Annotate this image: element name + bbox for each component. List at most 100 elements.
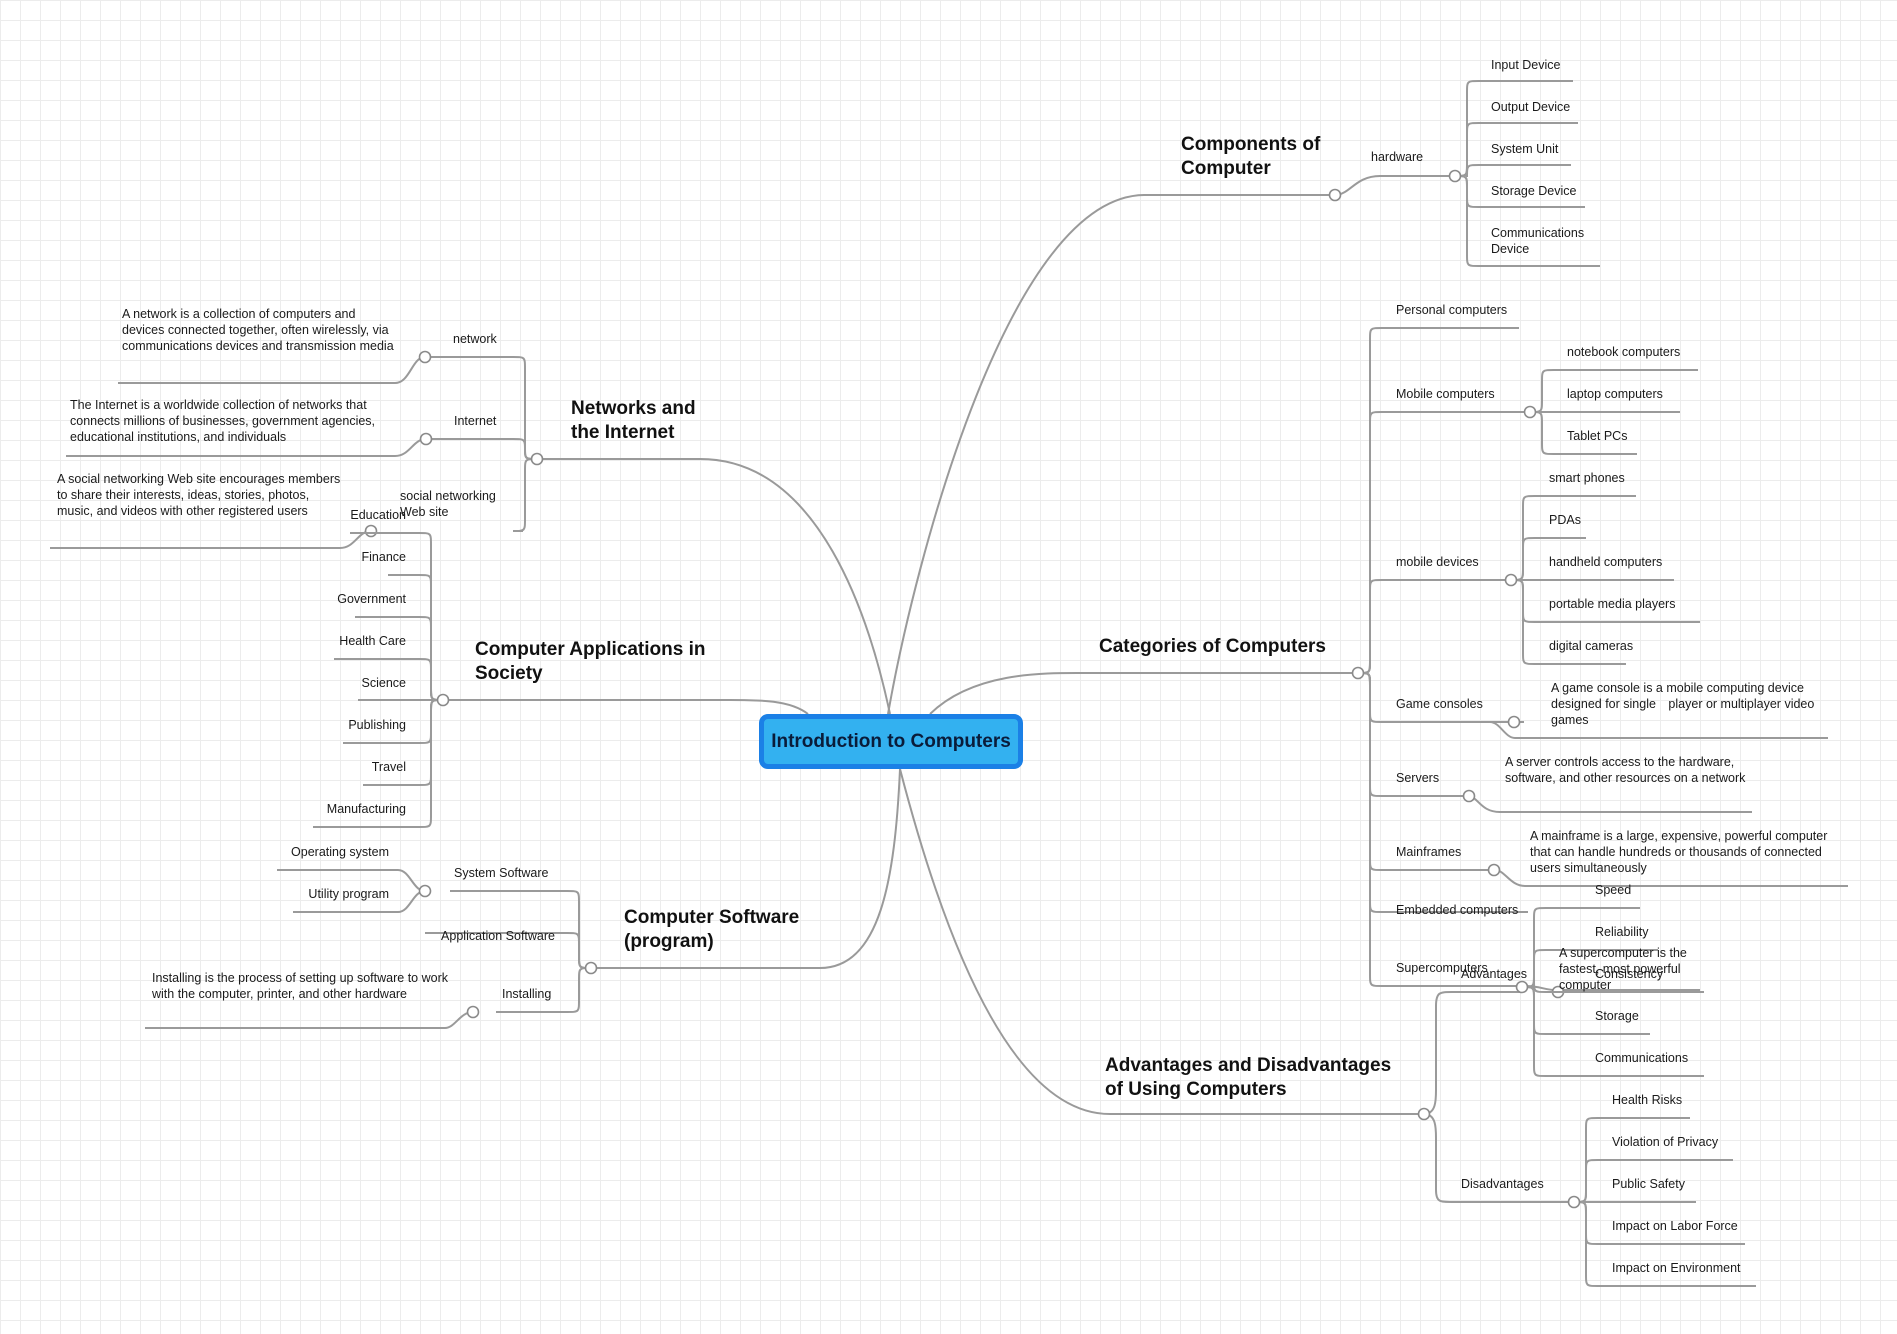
leaf-operating-system[interactable]: Operating system [291, 845, 389, 859]
branch-networks [537, 458, 891, 715]
subtopic-network[interactable]: network [453, 332, 497, 346]
collapse-toggle[interactable] [1515, 980, 1529, 994]
topic-computer-applications[interactable]: Computer Applications in Society [475, 639, 706, 684]
branch-software [591, 768, 901, 969]
leaf-education[interactable]: Education [350, 508, 406, 522]
connector-line [145, 1011, 474, 1029]
connector-line [118, 356, 426, 384]
leaf-impact-on-labor-force[interactable]: Impact on Labor Force [1612, 1219, 1738, 1233]
topic-categories-of-computers[interactable]: Categories of Computers [1099, 636, 1326, 657]
leaf-health-risks[interactable]: Health Risks [1612, 1093, 1683, 1107]
connector-line [1357, 672, 1525, 987]
collapse-toggle[interactable] [1487, 863, 1501, 877]
subtopic-supercomputers[interactable]: Supercomputers [1396, 961, 1488, 975]
leaf-public-safety[interactable]: Public Safety [1612, 1177, 1685, 1191]
note-game-consoles[interactable]: A game console is a mobile computing dev… [1551, 681, 1815, 727]
subtopic-installing[interactable]: Installing [502, 987, 552, 1001]
subtopic-application-software[interactable]: Application Software [441, 929, 555, 943]
leaf-communications[interactable]: Communications [1595, 1051, 1689, 1065]
leaf-utility-program[interactable]: Utility program [308, 887, 389, 901]
subtopic-game-consoles[interactable]: Game consoles [1396, 697, 1483, 711]
subtopic-personal-computers[interactable]: Personal computers [1396, 303, 1508, 317]
connector-line [1454, 80, 1573, 177]
collapse-toggle[interactable] [1523, 405, 1537, 419]
leaf-storage[interactable]: Storage [1595, 1009, 1639, 1023]
collapse-toggle[interactable] [364, 524, 378, 538]
leaf-science[interactable]: Science [361, 676, 406, 690]
collapse-toggle[interactable] [1567, 1195, 1581, 1209]
branch-components [887, 194, 1335, 715]
leaf-storage-device[interactable]: Storage Device [1491, 184, 1577, 198]
leaf-finance[interactable]: Finance [361, 550, 406, 564]
topic-computer-software[interactable]: Computer Software (program) [624, 907, 800, 952]
connector-line [1357, 411, 1530, 674]
leaf-digital-cameras[interactable]: digital cameras [1549, 639, 1634, 653]
collapse-toggle[interactable] [1448, 169, 1462, 183]
collapse-toggle[interactable] [1328, 188, 1342, 202]
note-supercomputers[interactable]: A supercomputer is the fastest, most pow… [1559, 946, 1687, 992]
leaf-input-device[interactable]: Input Device [1491, 58, 1561, 72]
central-topic[interactable]: Introduction to Computers [759, 714, 1023, 769]
leaf-consistency[interactable]: Consistency [1595, 967, 1664, 981]
leaf-publishing[interactable]: Publishing [348, 718, 406, 732]
leaf-smart-phones[interactable]: smart phones [1549, 471, 1625, 485]
collapse-toggle[interactable] [1417, 1107, 1431, 1121]
subtopic-mobile-devices[interactable]: mobile devices [1396, 555, 1479, 569]
leaf-handheld-computers[interactable]: handheld computers [1549, 555, 1663, 569]
note-installing[interactable]: Installing is the process of setting up … [152, 971, 448, 1001]
leaf-violation-of-privacy[interactable]: Violation of Privacy [1612, 1135, 1719, 1149]
topic-networks-and-internet[interactable]: Networks and the Internet [571, 398, 696, 443]
collapse-toggle[interactable] [418, 350, 432, 364]
subtopic-servers[interactable]: Servers [1396, 771, 1440, 785]
leaf-pdas[interactable]: PDAs [1549, 513, 1581, 527]
subtopic-disadvantages[interactable]: Disadvantages [1461, 1177, 1544, 1191]
subtopic-mobile-computers[interactable]: Mobile computers [1396, 387, 1495, 401]
leaf-speed[interactable]: Speed [1595, 883, 1632, 897]
subtopic-mainframes[interactable]: Mainframes [1396, 845, 1462, 859]
leaf-laptop-computers[interactable]: laptop computers [1567, 387, 1663, 401]
collapse-toggle[interactable] [419, 432, 433, 446]
branch-advantages [899, 768, 1424, 1115]
collapse-toggle[interactable] [530, 452, 544, 466]
note-social-networking[interactable]: A social networking Web site encourages … [57, 472, 341, 518]
connector-line [50, 530, 372, 549]
leaf-health-care[interactable]: Health Care [339, 634, 406, 648]
subtopic-system-software[interactable]: System Software [454, 866, 549, 880]
subtopic-embedded-computers[interactable]: Embedded computers [1396, 903, 1519, 917]
subtopic-hardware[interactable]: hardware [1371, 150, 1424, 164]
note-network[interactable]: A network is a collection of computers a… [122, 307, 394, 353]
collapse-toggle[interactable] [418, 884, 432, 898]
note-servers[interactable]: A server controls access to the hardware… [1505, 755, 1746, 785]
leaf-government[interactable]: Government [337, 592, 406, 606]
leaf-output-device[interactable]: Output Device [1491, 100, 1571, 114]
connector-line [496, 967, 592, 1013]
leaf-travel[interactable]: Travel [371, 760, 406, 774]
connector-line [1573, 1201, 1756, 1287]
collapse-toggle[interactable] [584, 961, 598, 975]
leaf-system-unit[interactable]: System Unit [1491, 142, 1559, 156]
collapse-toggle[interactable] [1507, 715, 1521, 729]
subtopic-internet[interactable]: Internet [454, 414, 497, 428]
leaf-tablet-pcs[interactable]: Tablet PCs [1567, 429, 1628, 443]
topic-advantages-disadvantages[interactable]: Advantages and Disadvantages of Using Co… [1105, 1055, 1392, 1100]
collapse-toggle[interactable] [1462, 789, 1476, 803]
leaf-manufacturing[interactable]: Manufacturing [326, 802, 406, 816]
subtopic-social-networking[interactable]: social networking Web site [400, 489, 496, 519]
leaf-impact-on-environment[interactable]: Impact on Environment [1612, 1261, 1741, 1275]
collapse-toggle[interactable] [436, 693, 450, 707]
collapse-toggle[interactable] [1504, 573, 1518, 587]
leaf-communications-device[interactable]: Communications Device [1491, 226, 1585, 256]
note-mainframes[interactable]: A mainframe is a large, expensive, power… [1530, 829, 1828, 875]
leaf-notebook-computers[interactable]: notebook computers [1567, 345, 1681, 359]
connector-line [1357, 579, 1522, 674]
subtopic-advantages[interactable]: Advantages [1461, 967, 1528, 981]
collapse-toggle[interactable] [1351, 666, 1365, 680]
connector-line [425, 356, 538, 460]
connector-line [1334, 175, 1455, 196]
collapse-toggle[interactable] [466, 1005, 480, 1019]
topic-components-of-computer[interactable]: Components of Computer [1181, 134, 1321, 179]
leaf-portable-media-players[interactable]: portable media players [1549, 597, 1676, 611]
note-internet[interactable]: The Internet is a worldwide collection o… [70, 398, 376, 444]
leaf-reliability[interactable]: Reliability [1595, 925, 1649, 939]
